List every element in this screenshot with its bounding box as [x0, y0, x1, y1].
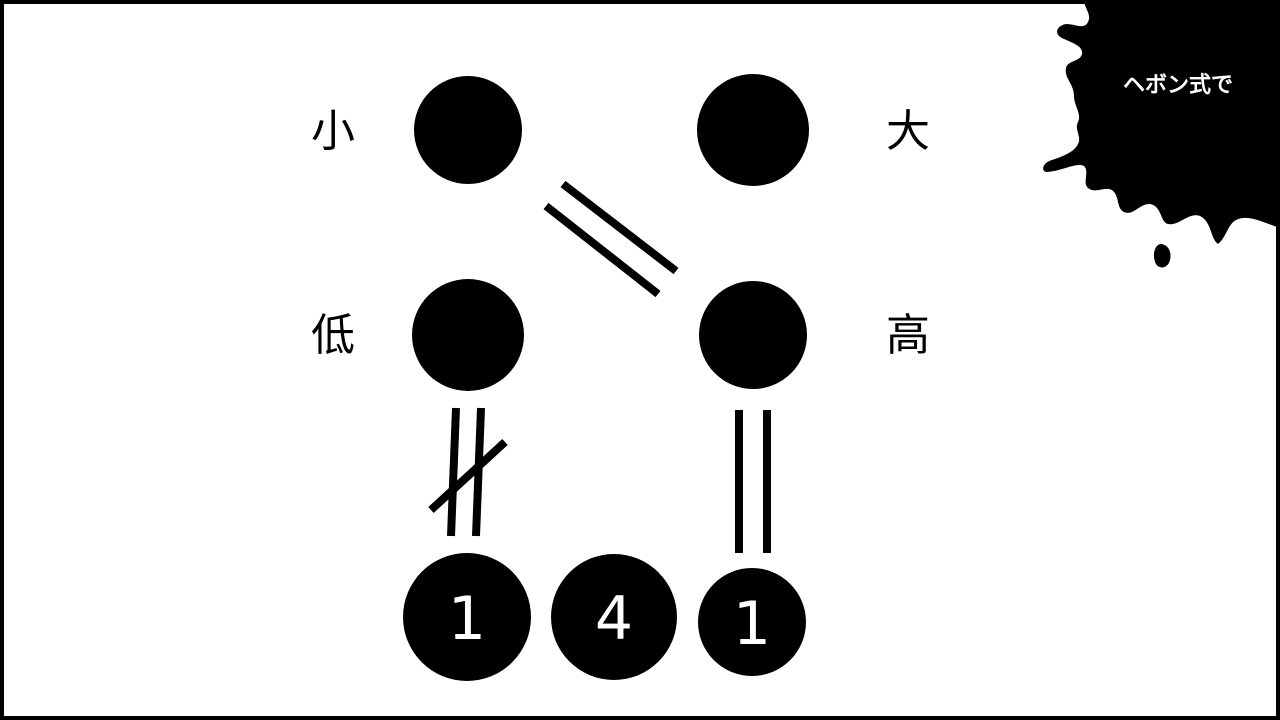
- number-node-left: 1: [403, 553, 531, 681]
- node-high: [699, 281, 807, 389]
- ink-splat-drop: [1153, 244, 1171, 268]
- node-small-low-top: [414, 76, 522, 184]
- not-equal-slash: [428, 439, 508, 513]
- diagonal-line-b: [543, 202, 661, 298]
- number-circle-middle: [551, 554, 677, 680]
- number-middle: 4: [595, 584, 633, 654]
- equal-double-line: [735, 410, 771, 553]
- not-equal-line-b: [472, 407, 485, 537]
- splat-text: ヘボン式で: [1123, 73, 1233, 98]
- not-equal-line-a: [447, 407, 460, 537]
- diagonal-double-line: [543, 180, 679, 298]
- number-node-middle: 4: [551, 554, 677, 680]
- label-large: 大: [886, 106, 930, 157]
- label-small: 小: [311, 106, 355, 157]
- node-low: [412, 279, 524, 391]
- diagonal-line-a: [560, 180, 679, 275]
- number-node-right: 1: [698, 568, 806, 676]
- node-large-top: [697, 74, 809, 186]
- ink-splat-shape: [1043, 4, 1276, 244]
- ink-splat: ヘボン式で: [1043, 4, 1276, 268]
- number-circle-right: [698, 568, 806, 676]
- number-right: 1: [733, 589, 771, 659]
- number-left: 1: [448, 584, 486, 654]
- not-equal-double-line: [428, 407, 508, 537]
- number-circle-left: [403, 553, 531, 681]
- label-high: 高: [886, 310, 930, 361]
- label-low: 低: [311, 310, 355, 361]
